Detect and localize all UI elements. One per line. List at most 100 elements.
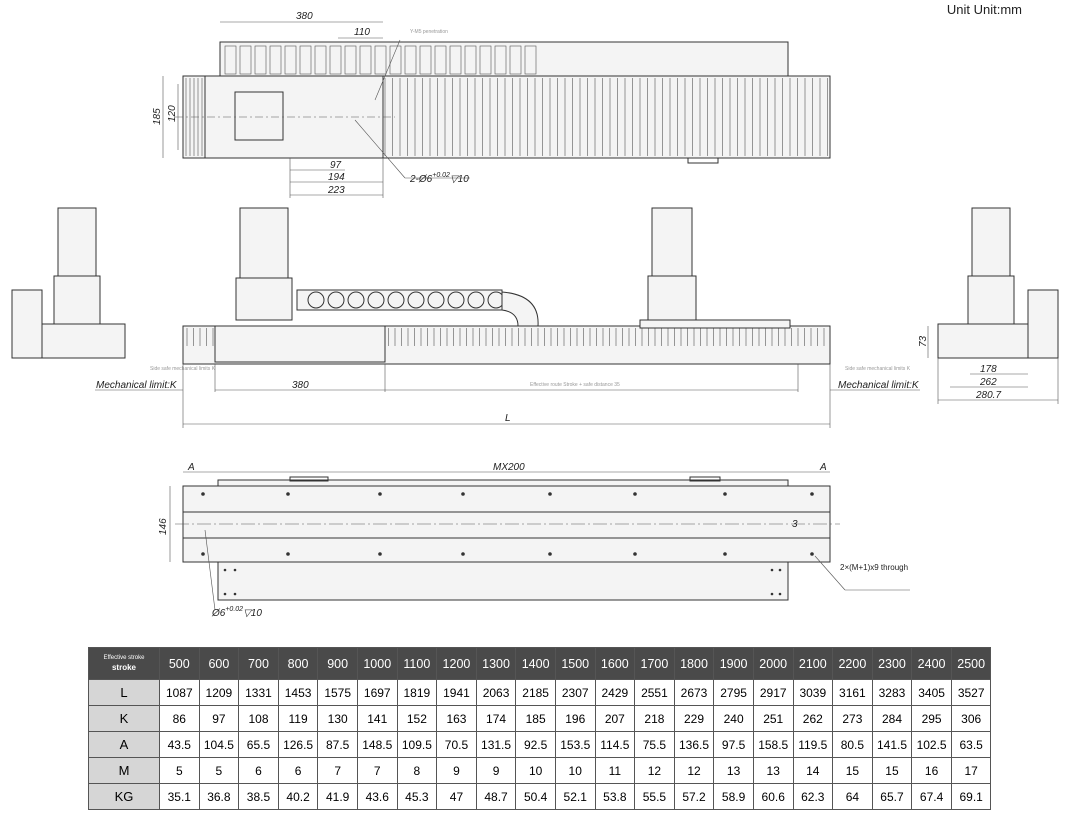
- chain-link: [284, 45, 297, 75]
- table-cell: 60.6: [752, 783, 794, 810]
- table-cell: 1087: [159, 679, 200, 706]
- table-cell: 12: [673, 757, 715, 784]
- table-cell: 1941: [436, 679, 477, 706]
- left-mechanical-limit: Mechanical limit:K: [96, 380, 178, 391]
- bottom-view: A A MX200 146 3 Ø6+0.02▽10 2×(M+1)x9 thr…: [158, 462, 910, 619]
- table-cell: 52.1: [554, 783, 596, 810]
- table-cell: 1819: [396, 679, 438, 706]
- table-cell: 36.8: [198, 783, 240, 810]
- table-cell: 10: [554, 757, 596, 784]
- table-cell: 262: [792, 705, 834, 732]
- mount-hole: [723, 492, 727, 496]
- dim-L: L: [505, 413, 511, 424]
- table-cell: 141: [356, 705, 398, 732]
- dim-380-top: 380: [296, 11, 313, 22]
- right-small-note: Side safe mechanical limits K: [845, 366, 911, 372]
- table-cell: 119.5: [792, 731, 834, 758]
- table-cell: 97: [198, 705, 240, 732]
- table-cell: 67.4: [911, 783, 952, 810]
- chain-roller: [467, 291, 485, 309]
- stroke-header: 1400: [515, 647, 556, 680]
- mount-hole: [633, 492, 637, 496]
- dim-194: 194: [328, 172, 345, 183]
- stroke-header: 1100: [396, 647, 438, 680]
- row-label: K: [88, 705, 160, 732]
- table-cell: 130: [317, 705, 358, 732]
- chain-link: [449, 45, 462, 75]
- table-cell: 251: [752, 705, 794, 732]
- table-cell: 2185: [515, 679, 556, 706]
- dim-223: 223: [327, 185, 345, 196]
- table-cell: 97.5: [713, 731, 754, 758]
- stroke-header: 2400: [911, 647, 952, 680]
- stroke-header: 900: [317, 647, 358, 680]
- table-cell: 6: [277, 757, 319, 784]
- table-cell: 207: [594, 705, 636, 732]
- table-cell: 55.5: [634, 783, 675, 810]
- table-cell: 63.5: [950, 731, 992, 758]
- table-cell: 7: [317, 757, 358, 784]
- mount-hole: [633, 552, 637, 556]
- mount-hole: [286, 552, 290, 556]
- mount-hole: [810, 492, 814, 496]
- chain-roller: [307, 291, 325, 309]
- table-cell: 295: [911, 705, 952, 732]
- chain-link: [374, 45, 387, 75]
- section-a-right: A: [819, 462, 827, 473]
- table-cell: 48.7: [475, 783, 517, 810]
- chain-link: [464, 45, 477, 75]
- side-view: Mechanical limit:K 380 Effective route S…: [11, 207, 1059, 428]
- stroke-header: 800: [277, 647, 319, 680]
- table-cell: 38.5: [238, 783, 279, 810]
- table-cell: 114.5: [594, 731, 636, 758]
- table-cell: 65.5: [238, 731, 279, 758]
- table-cell: 57.2: [673, 783, 715, 810]
- dim-73: 73: [918, 335, 929, 347]
- dim-178: 178: [980, 364, 997, 375]
- table-cell: 229: [673, 705, 715, 732]
- chain-link: [299, 45, 312, 75]
- mount-hole: [461, 552, 465, 556]
- dim-120: 120: [167, 105, 178, 122]
- chain-link: [224, 45, 237, 75]
- stroke-header: 1700: [634, 647, 675, 680]
- table-cell: 1209: [198, 679, 240, 706]
- mount-hole: [723, 552, 727, 556]
- table-cell: 47: [436, 783, 477, 810]
- table-cell: 240: [713, 705, 754, 732]
- plate-hole: [223, 592, 227, 596]
- table-cell: 53.8: [594, 783, 636, 810]
- table-cell: 136.5: [673, 731, 715, 758]
- chain-link: [254, 45, 267, 75]
- side-carriage: [214, 325, 386, 363]
- table-cell: 69.1: [950, 783, 992, 810]
- table-cell: 14: [792, 757, 834, 784]
- table-cell: 2551: [634, 679, 675, 706]
- table-cell: 153.5: [554, 731, 596, 758]
- plate-hole: [778, 592, 782, 596]
- table-cell: 10: [515, 757, 556, 784]
- mount-hole: [548, 492, 552, 496]
- plate-hole: [233, 592, 237, 596]
- stroke-header: 1600: [594, 647, 636, 680]
- table-cell: 273: [832, 705, 873, 732]
- stroke-header: 1500: [554, 647, 596, 680]
- stroke-header: 1200: [436, 647, 477, 680]
- technical-drawing: 380 110 Y-M5 penetration 185 120 97 194 …: [11, 11, 1059, 619]
- dim-3: 3: [792, 519, 798, 530]
- table-cell: 2063: [475, 679, 517, 706]
- row-label: A: [88, 731, 160, 758]
- table-cell: 306: [950, 705, 992, 732]
- table-cell: 45.3: [396, 783, 438, 810]
- chain-link: [524, 45, 537, 75]
- stroke-header: 1300: [475, 647, 517, 680]
- plate-hole: [770, 592, 774, 596]
- stroke-header: 2000: [752, 647, 794, 680]
- table-cell: 64: [832, 783, 873, 810]
- table-cell: 13: [713, 757, 754, 784]
- table-cell: 284: [871, 705, 913, 732]
- table-cell: 5: [159, 757, 200, 784]
